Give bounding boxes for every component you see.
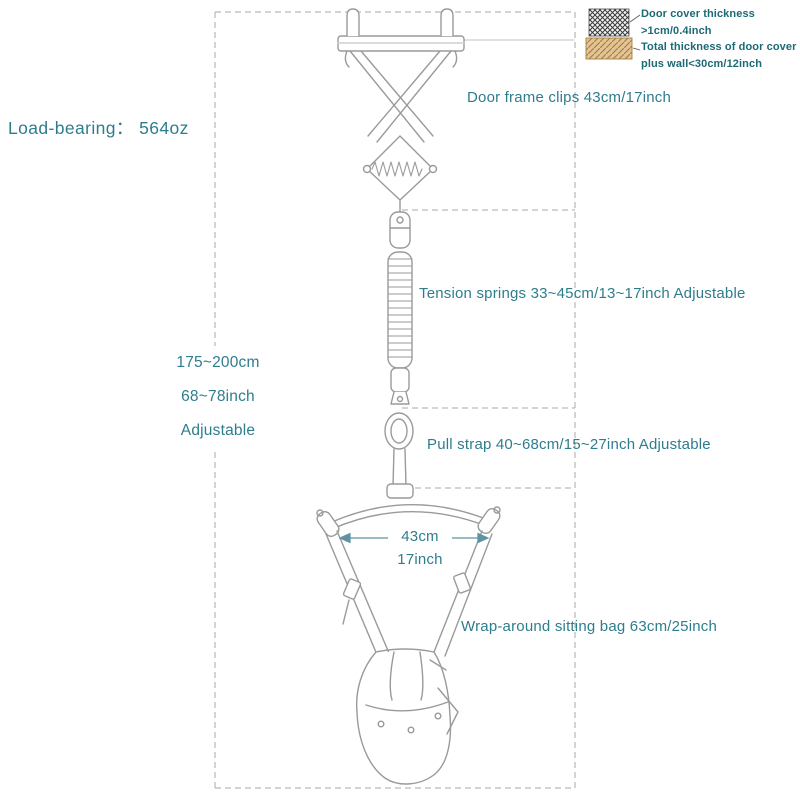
- label-overall-adj: Adjustable: [180, 422, 256, 439]
- note-line-2: >1cm/0.4inch: [641, 24, 712, 37]
- measurement-lines: [214, 11, 576, 789]
- label-load-bearing: Load-bearing： 564oz: [8, 118, 189, 138]
- link-buckle: [389, 199, 411, 249]
- lower-connector: [390, 367, 410, 405]
- label-sitting-bag: Wrap-around sitting bag 63cm/25inch: [461, 618, 718, 635]
- note-line-1: Door cover thickness: [641, 8, 755, 20]
- spreader-bar: [316, 483, 501, 538]
- label-door-frame-clips: Door frame clips 43cm/17inch: [467, 89, 672, 106]
- label-pull-strap: Pull strap 40~68cm/15~27inch Adjustable: [427, 436, 711, 453]
- label-overall-height: 175~200cm 68~78inch Adjustable: [158, 346, 278, 448]
- seat-straps: [325, 530, 493, 658]
- tension-spring-tube: [387, 251, 413, 369]
- pull-ring: [384, 412, 414, 487]
- label-bar-width-inch: 17inch: [397, 551, 443, 568]
- coil-section: [588, 8, 630, 37]
- note-line-4: plus wall<30cm/12inch: [641, 57, 763, 70]
- sitting-bag: [355, 648, 459, 785]
- label-overall-cm: 175~200cm: [176, 354, 260, 371]
- label-overall-inch: 68~78inch: [181, 388, 255, 405]
- note-line-3: Total thickness of door cover: [641, 41, 797, 53]
- door-clamp: [337, 8, 575, 68]
- wood-section: [585, 37, 633, 60]
- spring-diamond: [362, 135, 438, 201]
- label-bar-width-cm: 43cm: [388, 528, 452, 545]
- door-cover-icon: [585, 8, 641, 60]
- label-tension-springs: Tension springs 33~45cm/13~17inch Adjust…: [419, 285, 746, 302]
- scissor-straps: [349, 50, 452, 143]
- door-cover-note: Door cover thickness >1cm/0.4inch Total …: [641, 6, 797, 72]
